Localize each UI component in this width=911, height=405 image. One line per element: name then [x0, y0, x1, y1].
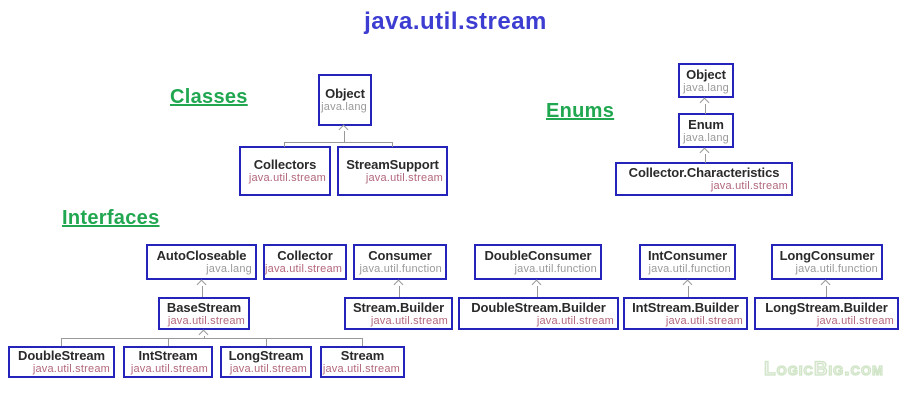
node-collector: Collector java.util.stream: [263, 244, 347, 280]
connector-line: [204, 336, 205, 339]
node-package: java.util.stream: [370, 314, 448, 327]
node-int-stream: IntStream java.util.stream: [123, 346, 213, 378]
node-base-stream: BaseStream java.util.stream: [158, 297, 250, 330]
section-heading-enums: Enums: [546, 100, 615, 122]
connector-line: [392, 142, 393, 147]
node-package: java.lang: [321, 101, 367, 113]
node-package: java.util.stream: [167, 314, 245, 327]
node-collector-characteristics: Collector.Characteristics java.util.stre…: [615, 162, 793, 196]
node-package: java.util.function: [359, 263, 442, 275]
node-package: java.util.stream: [816, 314, 894, 327]
node-name: Collector: [277, 248, 333, 263]
node-name: StreamSupport: [346, 157, 439, 172]
node-name: Object: [325, 86, 365, 101]
node-name: IntStream.Builder: [632, 299, 739, 315]
connector-line: [266, 338, 267, 346]
connector-line: [61, 338, 363, 339]
node-package: java.util.stream: [248, 172, 326, 184]
node-package: java.util.stream: [710, 180, 788, 192]
connector-line: [284, 142, 393, 143]
node-auto-closeable: AutoCloseable java.lang: [146, 244, 257, 280]
node-collectors: Collectors java.util.stream: [239, 146, 331, 196]
node-name: Consumer: [368, 248, 432, 263]
node-package: java.util.stream: [265, 263, 343, 275]
node-object-enums: Object java.lang: [678, 63, 734, 98]
node-long-stream: LongStream java.util.stream: [220, 346, 312, 378]
node-double-stream-builder: DoubleStream.Builder java.util.stream: [458, 297, 619, 330]
node-package: java.lang: [683, 131, 729, 144]
node-package: java.util.stream: [536, 314, 614, 327]
connector-line: [826, 286, 827, 297]
node-enum: Enum java.lang: [678, 113, 734, 148]
connector-line: [362, 338, 363, 346]
page-title: java.util.stream: [364, 8, 547, 35]
node-name: DoubleStream.Builder: [471, 299, 606, 315]
connector-line: [202, 286, 203, 297]
section-heading-classes: Classes: [170, 86, 248, 108]
node-name: DoubleStream: [18, 348, 105, 363]
node-name: Stream.Builder: [352, 299, 445, 315]
connector-line: [61, 338, 62, 346]
node-name: AutoCloseable: [156, 248, 247, 263]
node-double-consumer: DoubleConsumer java.util.function: [474, 244, 602, 280]
node-name: Object: [686, 66, 726, 82]
connector-line: [705, 154, 706, 163]
connector-line: [705, 104, 706, 114]
node-name: Enum: [688, 116, 724, 132]
node-package: java.util.stream: [665, 314, 743, 327]
node-name: Collectors: [253, 157, 317, 172]
node-package: java.util.function: [795, 263, 878, 275]
node-package: java.lang: [206, 263, 252, 275]
connector-line: [168, 338, 169, 346]
node-name: IntStream: [138, 348, 198, 363]
node-int-stream-builder: IntStream.Builder java.util.stream: [623, 297, 748, 330]
connector-line: [344, 131, 345, 142]
node-package: java.util.function: [648, 263, 731, 275]
node-name: Stream: [340, 348, 385, 363]
node-package: java.util.function: [514, 263, 597, 275]
node-double-stream: DoubleStream java.util.stream: [8, 346, 115, 378]
node-long-stream-builder: LongStream.Builder java.util.stream: [754, 297, 899, 330]
node-package: java.lang: [683, 81, 729, 94]
node-name: Collector.Characteristics: [628, 165, 780, 180]
node-consumer: Consumer java.util.function: [353, 244, 447, 280]
node-name: LongConsumer: [779, 248, 875, 263]
node-name: BaseStream: [166, 299, 242, 315]
connector-line: [537, 286, 538, 297]
node-package: java.util.stream: [130, 363, 208, 375]
node-stream-builder: Stream.Builder java.util.stream: [344, 297, 453, 330]
node-name: LongStream: [228, 348, 304, 363]
connector-line: [399, 286, 400, 297]
connector-line: [688, 286, 689, 297]
node-package: java.util.stream: [322, 363, 400, 375]
node-package: java.util.stream: [365, 172, 443, 184]
node-package: java.util.stream: [32, 363, 110, 375]
node-stream: Stream java.util.stream: [320, 346, 405, 378]
node-name: IntConsumer: [647, 248, 728, 263]
node-int-consumer: IntConsumer java.util.function: [639, 244, 736, 280]
node-long-consumer: LongConsumer java.util.function: [771, 244, 883, 280]
node-name: LongStream.Builder: [765, 299, 888, 315]
node-package: java.util.stream: [229, 363, 307, 375]
node-name: DoubleConsumer: [484, 248, 592, 263]
logicbig-watermark: LogicBig.com: [763, 358, 884, 380]
connector-line: [284, 142, 285, 147]
node-stream-support: StreamSupport java.util.stream: [337, 146, 448, 196]
section-heading-interfaces: Interfaces: [62, 207, 160, 229]
node-object-classes: Object java.lang: [318, 74, 372, 126]
